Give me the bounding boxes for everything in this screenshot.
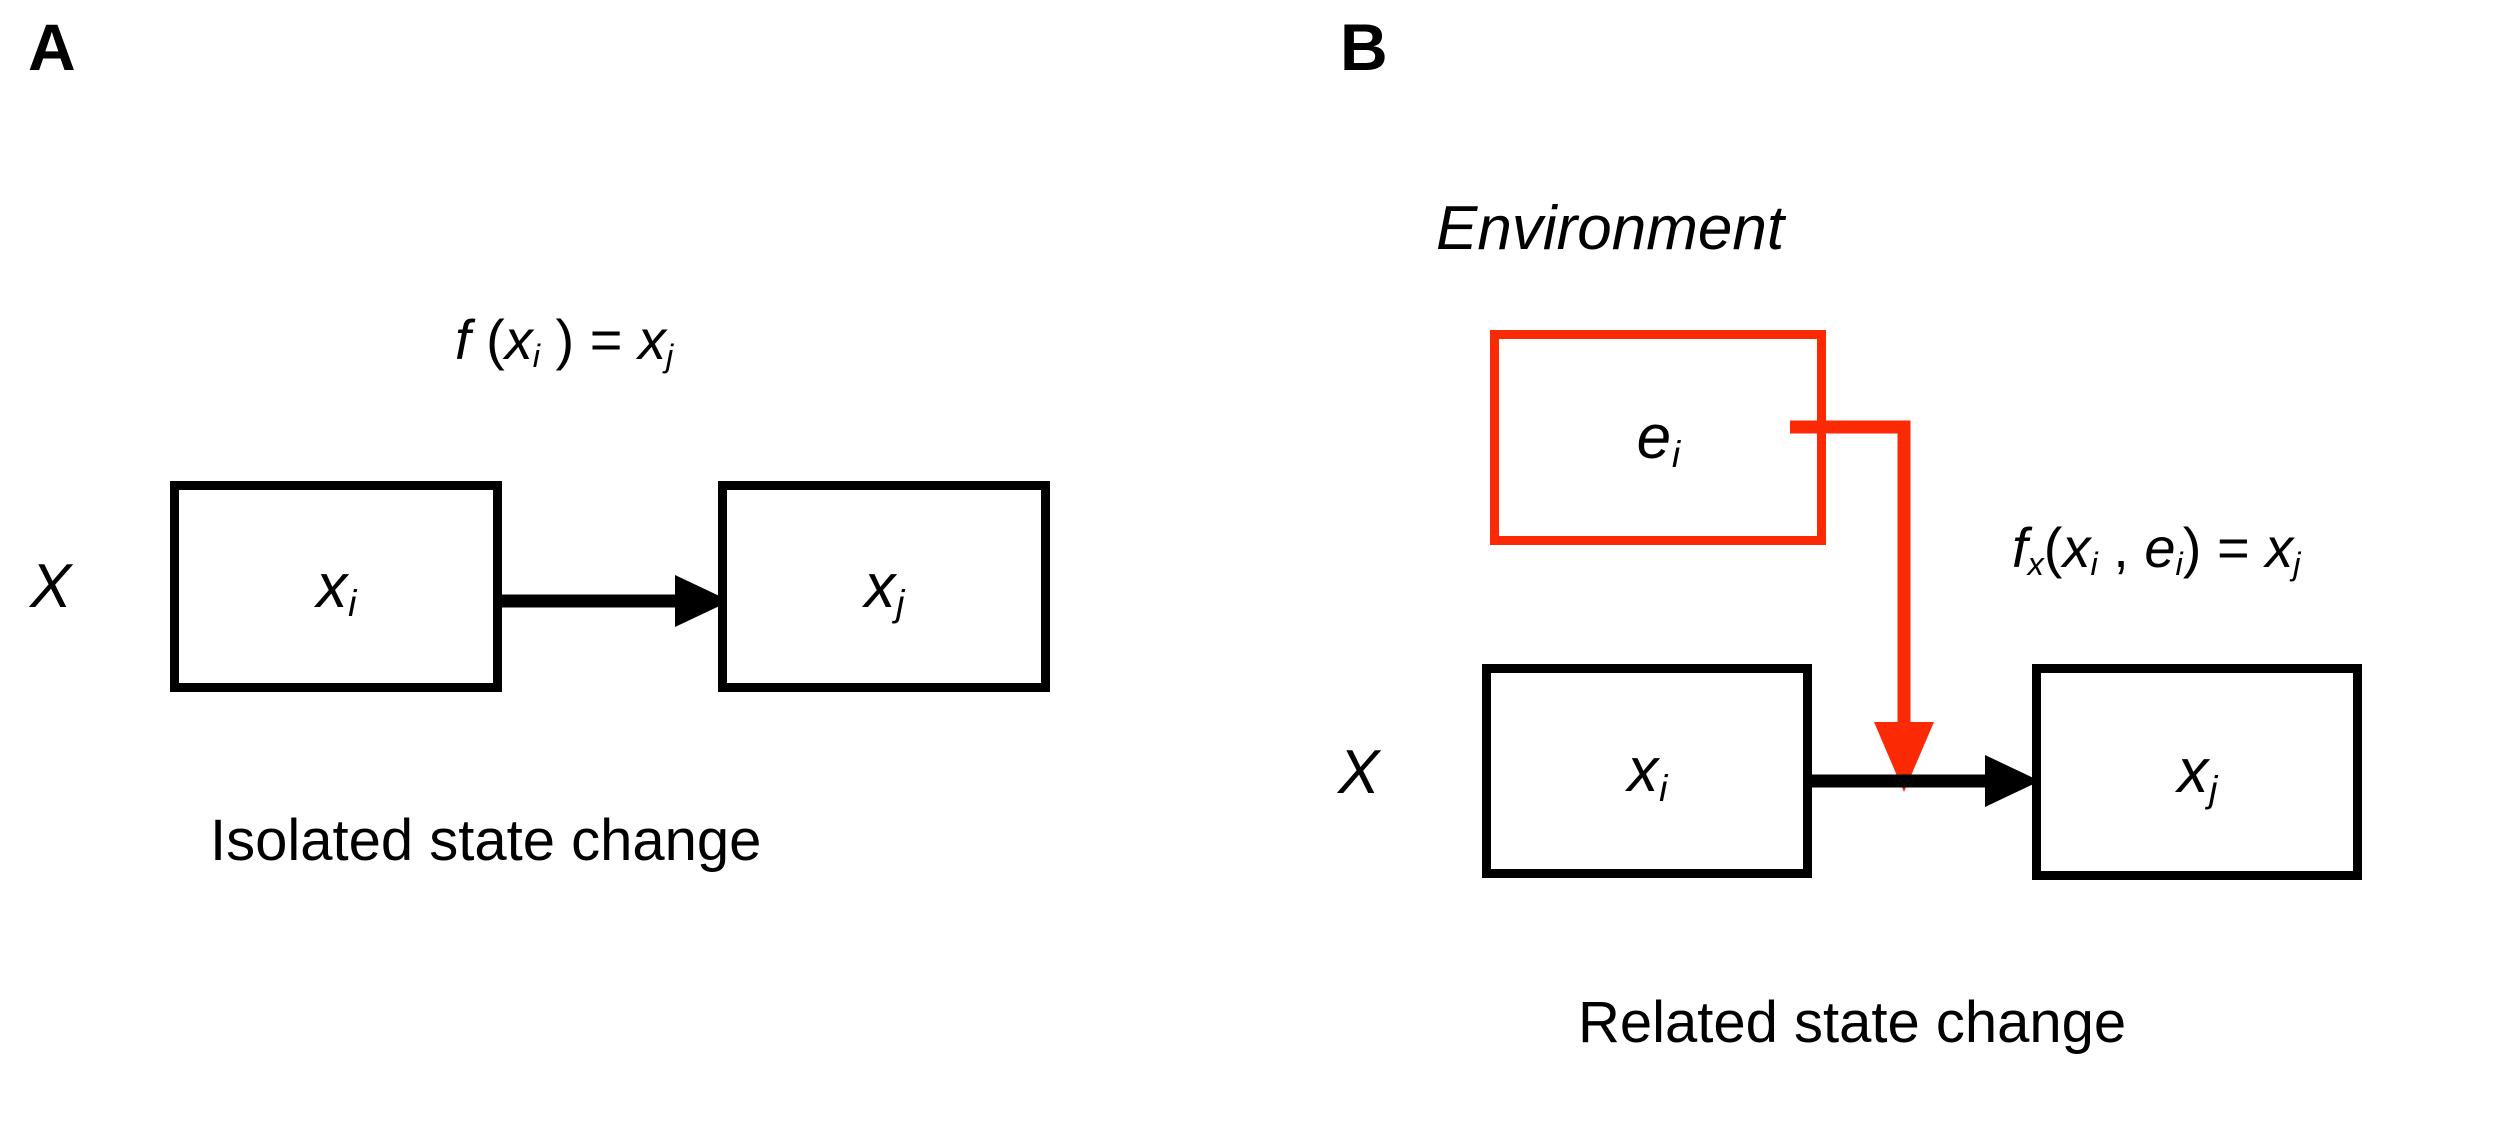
state-node-xi-panel-a: xi <box>170 481 502 692</box>
eq-b-arg1: x <box>2062 516 2091 579</box>
set-label-panel-b: X <box>1338 738 1380 807</box>
eq-a-arg-subscript: i <box>532 338 540 375</box>
node-symbol-base: x <box>2177 737 2209 806</box>
node-symbol: xi <box>316 555 356 622</box>
environment-influence-arrow <box>1790 420 1934 792</box>
node-symbol: xi <box>1627 740 1667 807</box>
node-symbol-base: x <box>1627 736 1659 805</box>
eq-a-function: f <box>455 308 471 371</box>
state-node-xi-panel-b: xi <box>1482 664 1812 878</box>
equation-panel-a: f (xi ) = xj <box>455 312 673 373</box>
transition-arrow-panel-b <box>1805 755 2040 807</box>
eq-b-arg2: e <box>2144 516 2176 579</box>
eq-b-function: f <box>2012 516 2028 579</box>
eq-a-result-subscript: j <box>666 338 674 375</box>
panel-label-a: A <box>28 10 76 84</box>
panel-label-b: B <box>1340 10 1388 84</box>
eq-b-arg2-subscript: i <box>2175 546 2183 583</box>
eq-a-result: x <box>638 308 667 371</box>
set-label-panel-a: X <box>30 552 72 621</box>
eq-a-arg: x <box>504 308 533 371</box>
node-symbol-base: e <box>1636 402 1672 472</box>
node-symbol: xj <box>2177 741 2217 808</box>
eq-b-result: x <box>2265 516 2294 579</box>
state-node-xj-panel-a: xj <box>718 481 1050 692</box>
node-symbol-subscript: i <box>1659 766 1668 809</box>
node-symbol-subscript: i <box>1671 433 1681 476</box>
eq-a-equals: = <box>574 308 639 371</box>
environment-node-ei: ei <box>1490 330 1826 545</box>
node-symbol: xj <box>864 555 904 622</box>
eq-b-arg1-subscript: i <box>2090 546 2098 583</box>
eq-b-function-subscript: x <box>2027 546 2044 583</box>
eq-b-close-paren: ) <box>2182 516 2202 579</box>
node-symbol-base: x <box>864 551 896 621</box>
transition-arrow-panel-a <box>495 575 730 627</box>
node-symbol-subscript: i <box>348 582 357 625</box>
environment-title: Environment <box>1436 194 1785 263</box>
eq-b-result-subscript: j <box>2293 546 2301 583</box>
equation-panel-b: fx(xi , ei) = xj <box>2012 520 2300 581</box>
state-node-xj-panel-b: xj <box>2032 664 2362 880</box>
node-symbol-base: x <box>316 551 348 621</box>
caption-panel-b: Related state change <box>1578 990 2127 1055</box>
eq-b-open-paren: ( <box>2043 516 2063 579</box>
node-symbol: ei <box>1637 406 1680 473</box>
node-symbol-subscript: j <box>896 582 905 625</box>
eq-a-open-paren: ( <box>470 308 505 371</box>
eq-b-comma: , <box>2097 516 2145 579</box>
caption-panel-a: Isolated state change <box>210 808 762 873</box>
eq-a-close-paren: ) <box>540 308 575 371</box>
node-symbol-subscript: j <box>2209 767 2218 810</box>
eq-b-equals: = <box>2201 516 2266 579</box>
